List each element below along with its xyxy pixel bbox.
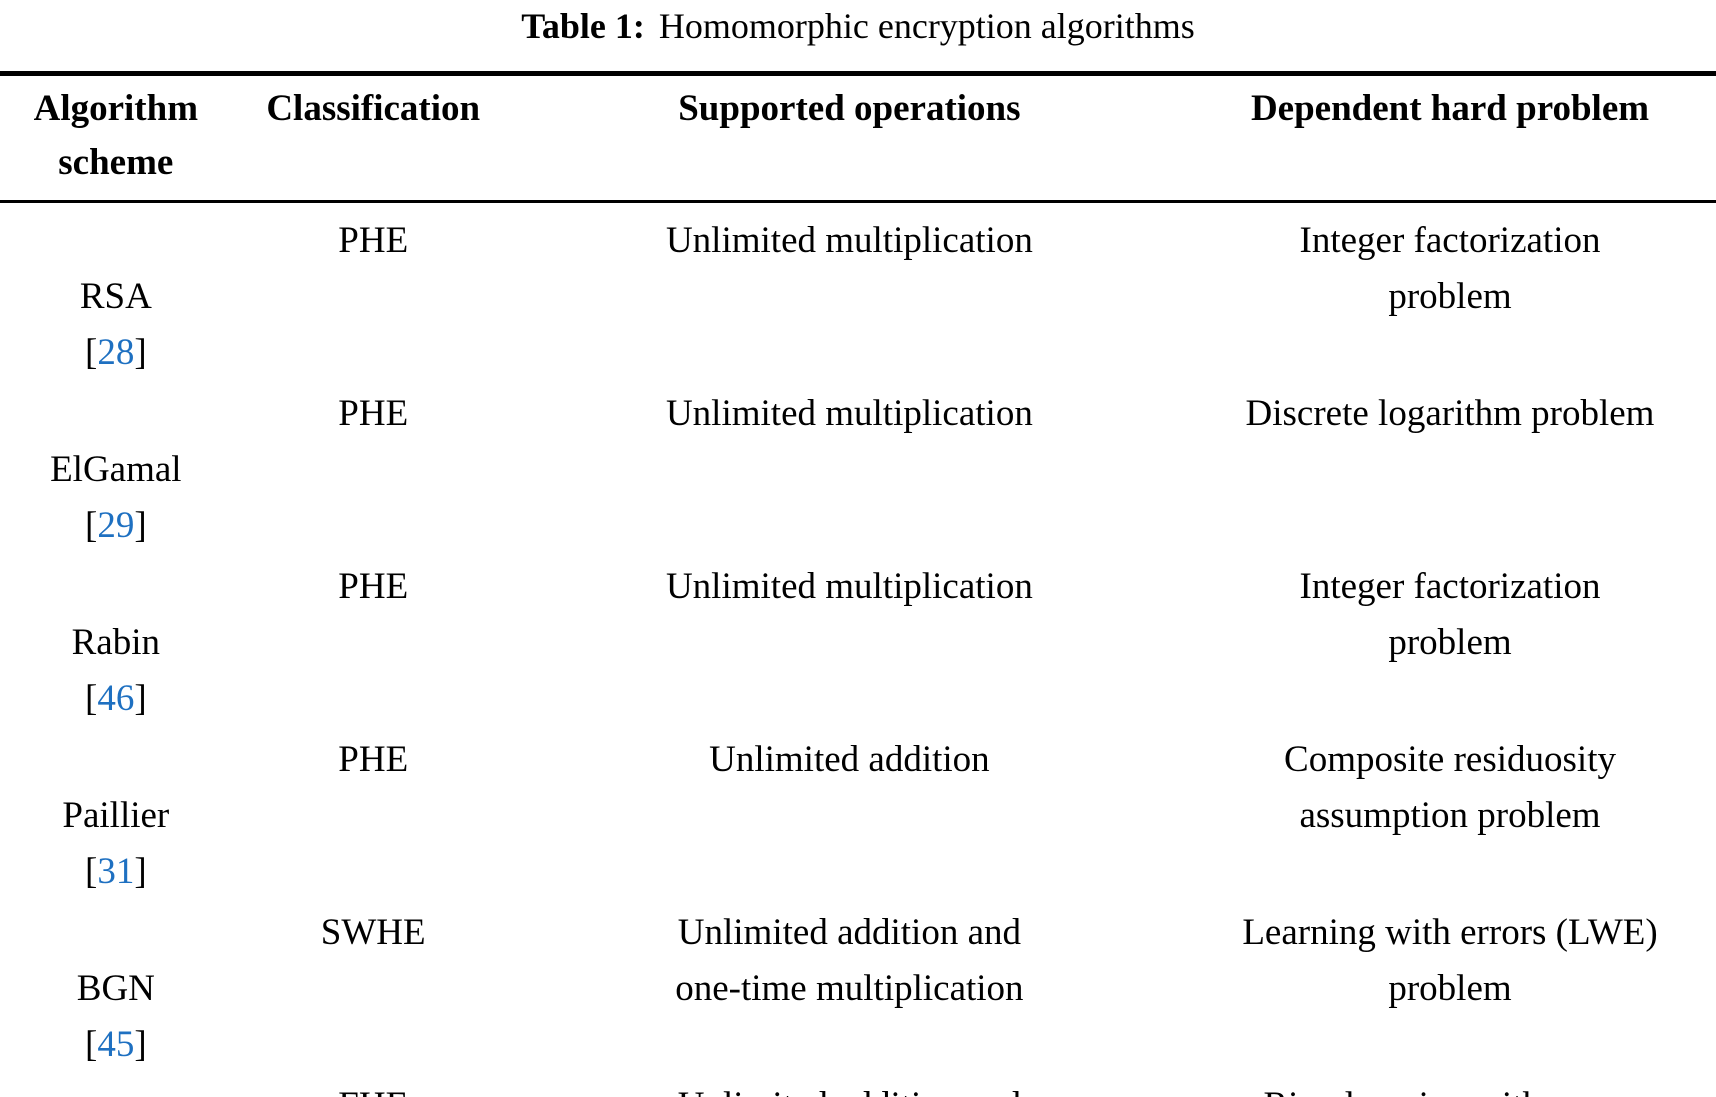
table-body: RSA [28] PHE Unlimited multiplication In… xyxy=(0,202,1716,1097)
algorithm-scheme-cell: BGN [45] xyxy=(0,900,232,1073)
algorithm-name: Paillier xyxy=(62,795,170,836)
algorithm-scheme-cell: Paillier [31] xyxy=(0,727,232,900)
algorithm-name: ElGamal xyxy=(50,449,182,490)
table-caption: Table 1: Homomorphic encryption algorithm… xyxy=(0,0,1716,48)
citation-close-bracket: ] xyxy=(134,1024,147,1065)
citation-open-bracket: [ xyxy=(85,332,98,373)
column-header-supported-operations: Supported operations xyxy=(514,73,1185,203)
supported-operations-cell: Unlimited addition and multiplication xyxy=(515,1073,1184,1097)
table-row: ElGamal [29] PHE Unlimited multiplicatio… xyxy=(0,381,1716,554)
algorithm-scheme-cell: RSA [28] xyxy=(0,202,232,382)
citation-close-bracket: ] xyxy=(134,505,147,546)
column-header-classification: Classification xyxy=(231,73,515,203)
citation: [31] xyxy=(85,851,147,892)
supported-operations-cell: Unlimited multiplication xyxy=(665,566,1033,607)
citation: [29] xyxy=(85,505,147,546)
dependent-hard-problem-cell: Integer factorization problem xyxy=(1299,220,1601,317)
homomorphic-encryption-table: Algorithm scheme Classification Supporte… xyxy=(0,71,1716,1097)
dependent-hard-problem-cell: Discrete logarithm problem xyxy=(1245,393,1655,434)
classification-cell: PHE xyxy=(338,566,409,607)
algorithm-scheme-cell: Rabin [46] xyxy=(0,554,232,727)
table-caption-title: Homomorphic encryption algorithms xyxy=(658,6,1195,46)
algorithm-scheme-cell: ElGamal [29] xyxy=(0,381,232,554)
citation-link[interactable]: 45 xyxy=(97,1024,135,1065)
table-row: RSA [28] PHE Unlimited multiplication In… xyxy=(0,202,1716,382)
table-row: BFV [33,34] FHE Unlimited addition and m… xyxy=(0,1073,1716,1097)
classification-cell: PHE xyxy=(338,739,409,780)
table-caption-label: Table 1: xyxy=(521,6,645,46)
algorithm-name: RSA xyxy=(79,276,152,317)
supported-operations-cell: Unlimited multiplication xyxy=(665,220,1033,261)
citation-open-bracket: [ xyxy=(85,505,98,546)
classification-cell: FHE xyxy=(232,1073,515,1097)
dependent-hard-problem-cell: Composite residuosity assumption problem xyxy=(1284,739,1616,836)
table-row: Paillier [31] PHE Unlimited addition Com… xyxy=(0,727,1716,900)
citation-open-bracket: [ xyxy=(85,851,98,892)
table-row: BGN [45] SWHE Unlimited addition and one… xyxy=(0,900,1716,1073)
supported-operations-cell: Unlimited multiplication xyxy=(665,393,1033,434)
algorithm-name: Rabin xyxy=(71,622,161,663)
supported-operations-cell: Unlimited addition xyxy=(709,739,990,780)
citation: [46] xyxy=(85,678,147,719)
citation-link[interactable]: 46 xyxy=(97,678,135,719)
citation-link[interactable]: 29 xyxy=(97,505,135,546)
table-header-row: Algorithm scheme Classification Supporte… xyxy=(0,73,1716,203)
citation: [45] xyxy=(85,1024,147,1065)
classification-cell: PHE xyxy=(338,393,409,434)
algorithm-scheme-cell: BFV [33,34] xyxy=(0,1073,232,1097)
supported-operations-cell: Unlimited addition and one-time multipli… xyxy=(675,912,1024,1009)
citation-close-bracket: ] xyxy=(134,332,147,373)
citation-link[interactable]: 28 xyxy=(97,332,135,373)
column-header-dependent-hard-problem: Dependent hard problem xyxy=(1184,73,1716,203)
citation-open-bracket: [ xyxy=(85,678,98,719)
citation-link[interactable]: 31 xyxy=(97,851,135,892)
classification-cell: PHE xyxy=(338,220,409,261)
algorithm-name: BGN xyxy=(76,968,155,1009)
citation-close-bracket: ] xyxy=(134,678,147,719)
citation-close-bracket: ] xyxy=(134,851,147,892)
dependent-hard-problem-cell: Integer factorization problem xyxy=(1299,566,1601,663)
table-row: Rabin [46] PHE Unlimited multiplication … xyxy=(0,554,1716,727)
citation: [28] xyxy=(85,332,147,373)
classification-cell: SWHE xyxy=(320,912,426,953)
column-header-algorithm-scheme: Algorithm scheme xyxy=(0,73,232,203)
dependent-hard-problem-cell: Ring learning with errors (RLWE) problem xyxy=(1184,1073,1716,1097)
dependent-hard-problem-cell: Learning with errors (LWE) problem xyxy=(1242,912,1658,1009)
citation-open-bracket: [ xyxy=(85,1024,98,1065)
